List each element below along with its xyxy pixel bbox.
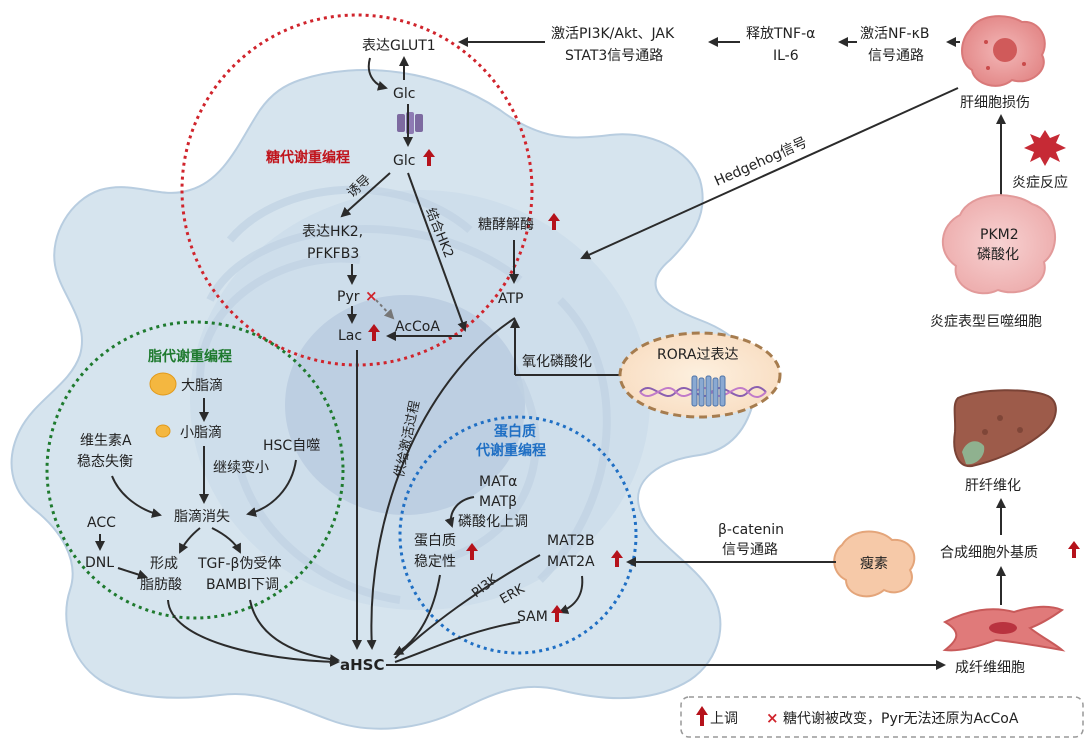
- bcatenin-label-2: 信号通路: [722, 542, 778, 558]
- sam-label: SAM: [517, 609, 548, 625]
- macrophage-label: 炎症表型巨噬细胞: [930, 314, 1042, 330]
- hk2-label-2: PFKFB3: [307, 246, 359, 262]
- lac-label: Lac: [338, 328, 362, 344]
- lipid-section-title: 脂代谢重编程: [147, 348, 232, 365]
- hsc-autophagy-label: HSC自噬: [263, 438, 320, 454]
- liver-organ-icon: [953, 389, 1057, 468]
- vitamin-a-label-2: 稳态失衡: [77, 454, 133, 470]
- fatty-acid-label-1: 形成: [150, 556, 178, 572]
- pi3k-akt-label-2: STAT3信号通路: [565, 48, 663, 64]
- glucose-section-title: 糖代谢重编程: [266, 149, 350, 166]
- stability-label-1: 蛋白质: [414, 533, 456, 549]
- protein-section-title-2: 代谢重编程: [475, 442, 546, 459]
- fibrosis-label: 肝纤维化: [965, 478, 1021, 494]
- fibroblast-icon: [942, 605, 1066, 652]
- mat2a-label: MAT2A: [547, 554, 595, 570]
- mat-alpha-label: MATα: [479, 474, 517, 490]
- legend-cross-label: 糖代谢被改变，Pyr无法还原为AcCoA: [783, 711, 1019, 727]
- macrophage-icon: [941, 194, 1057, 295]
- up-arrow-icon: [368, 324, 380, 341]
- oxphos-label: 氧化磷酸化: [522, 354, 592, 370]
- glut-transporter-icon: [397, 112, 423, 134]
- rora-label: RORA过表达: [657, 347, 738, 363]
- shrink-label: 继续变小: [213, 459, 269, 476]
- legend-cross-icon: ×: [766, 709, 779, 727]
- tgf-beta-label-2: BAMBI下调: [206, 577, 279, 593]
- lipid-reprogramming-circle: [45, 320, 345, 620]
- droplet-disappear-label: 脂滴消失: [174, 508, 230, 525]
- inflammation-burst-icon: [1024, 130, 1066, 166]
- small-lipid-droplet-icon: [155, 424, 171, 438]
- nfkb-label-2: 信号通路: [868, 48, 924, 64]
- large-droplet-label: 大脂滴: [181, 377, 223, 394]
- vitamin-a-label-1: 维生素A: [80, 433, 132, 449]
- stability-label-2: 稳定性: [414, 554, 456, 570]
- glc-inside-label: Glc: [393, 153, 415, 169]
- mat-phos-label: 磷酸化上调: [458, 514, 528, 530]
- glycolysis-label: 糖酵解酶: [478, 217, 534, 233]
- fibroblast-label: 成纤维细胞: [955, 660, 1025, 676]
- hk2-label-1: 表达HK2,: [302, 224, 363, 240]
- mat-beta-label: MATβ: [479, 494, 517, 510]
- legend-box: 上调 × 糖代谢被改变，Pyr无法还原为AcCoA: [680, 696, 1084, 738]
- glc-outside-label: Glc: [393, 86, 415, 102]
- mat2b-label: MAT2B: [547, 533, 595, 549]
- pyr-label: Pyr: [337, 289, 360, 305]
- glut1-label: 表达GLUT1: [362, 38, 436, 54]
- tgf-beta-label-1: TGF-β伪受体: [197, 556, 281, 572]
- pkm2-label-1: PKM2: [980, 227, 1019, 243]
- leptin-label: 瘦素: [860, 555, 888, 572]
- acoa-label: AcCoA: [395, 319, 440, 335]
- cross-icon: ×: [365, 287, 378, 305]
- pkm2-label-2: 磷酸化: [977, 247, 1019, 263]
- ahsc-label: aHSC: [340, 656, 385, 674]
- small-droplet-label: 小脂滴: [180, 424, 222, 441]
- large-lipid-droplet-icon: [149, 372, 177, 396]
- protein-reprogramming-circle: [398, 415, 638, 655]
- atp-label: ATP: [498, 291, 523, 307]
- up-arrow-icon: [611, 550, 623, 567]
- bcatenin-label-1: β-catenin: [718, 522, 784, 538]
- tnf-label-2: IL-6: [773, 48, 799, 64]
- pi3k-akt-label-1: 激活PI3K/Akt、JAK: [551, 25, 675, 42]
- liver-injury-label: 肝细胞损伤: [960, 95, 1030, 111]
- legend-up-arrow-icon: [696, 706, 708, 726]
- up-arrow-icon: [466, 543, 478, 560]
- fatty-acid-label-2: 脂肪酸: [140, 577, 182, 593]
- up-arrow-icon: [548, 213, 560, 230]
- up-arrow-icon: [423, 149, 435, 166]
- hsc-cell-body: [10, 69, 757, 730]
- inflammation-label: 炎症反应: [1012, 174, 1068, 191]
- tnf-label-1: 释放TNF-α: [746, 26, 815, 42]
- liver-cell-icon: [961, 15, 1046, 87]
- dnl-label: DNL: [85, 555, 114, 571]
- leptin-blob-icon: [833, 530, 916, 598]
- acc-label: ACC: [87, 515, 116, 531]
- rora-overexpression: RORA过表达: [618, 331, 782, 419]
- legend-up-label: 上调: [710, 711, 738, 727]
- up-arrow-icon: [551, 605, 563, 622]
- ecm-label: 合成细胞外基质: [940, 544, 1038, 561]
- nfkb-label-1: 激活NF-κB: [860, 25, 929, 42]
- up-arrow-icon: [1068, 541, 1080, 558]
- protein-section-title-1: 蛋白质: [494, 423, 536, 440]
